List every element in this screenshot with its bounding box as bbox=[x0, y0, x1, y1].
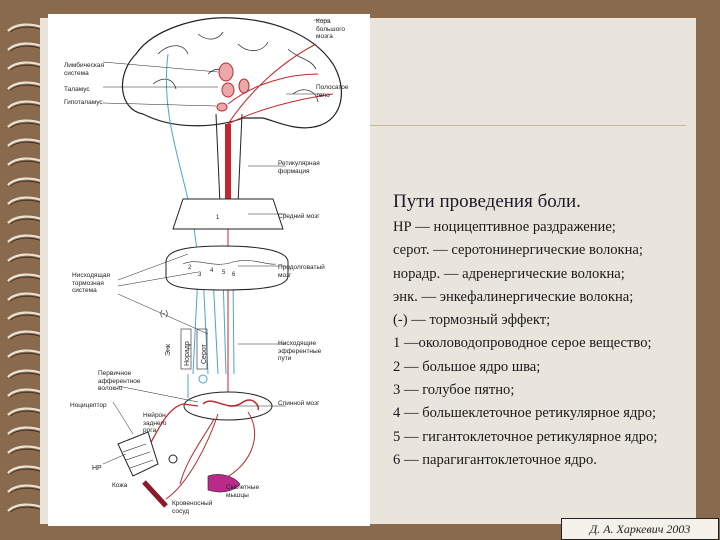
author-footer: Д. А. Харкевич 2003 bbox=[561, 518, 719, 540]
label-inhibit: (-) bbox=[160, 309, 168, 318]
thalamus-nucleus-2 bbox=[222, 83, 234, 97]
label-vessel: Кровеносный сосуд bbox=[172, 500, 220, 515]
divider-line bbox=[370, 125, 686, 126]
inhibit-circle bbox=[199, 375, 207, 383]
nucleus-small bbox=[217, 103, 227, 111]
blood-vessel bbox=[144, 482, 166, 506]
label-cortex: Кора большого мозга bbox=[316, 18, 360, 41]
label-reticular: Ретикулярная формация bbox=[278, 160, 334, 175]
legend-line: 6 — парагигантоклеточное ядро. bbox=[393, 449, 693, 472]
label-dorsal-horn: Нейрон заднего рога bbox=[143, 412, 179, 435]
label-descending-efferent: Нисходящие эфферентные пути bbox=[278, 340, 332, 363]
legend-line: энк. — энкефалинергические волокна; bbox=[393, 286, 693, 309]
skin-receptor bbox=[118, 432, 158, 476]
legend-line: 2 — большое ядро шва; bbox=[393, 356, 693, 379]
label-striatum: Полосатое тело bbox=[316, 84, 362, 99]
legend-title: Пути проведения боли. bbox=[393, 190, 693, 214]
label-noradr: Норадр bbox=[184, 341, 191, 366]
label-limbic: Лимбическая система bbox=[64, 62, 116, 77]
legend-line: НР — ноцицептивное раздражение; bbox=[393, 216, 693, 239]
efferent-to-muscle bbox=[213, 412, 255, 484]
label-thalamus: Таламус bbox=[64, 86, 90, 94]
label-descending-inhibitory: Нисходящая тормозная система bbox=[72, 272, 122, 295]
thalamus-nucleus bbox=[219, 63, 233, 81]
legend-line: серот. — серотонинергические волокна; bbox=[393, 239, 693, 262]
legend-line: 1 —околоводопроводное серое вещество; bbox=[393, 332, 693, 355]
medulla-section bbox=[166, 246, 288, 290]
dorsal-horn-neuron bbox=[169, 455, 177, 463]
legend-text: Пути проведения боли. НР — ноцицептивное… bbox=[393, 190, 693, 472]
legend-line: 5 — гигантоклеточное ретикулярное ядро; bbox=[393, 426, 693, 449]
label-hypothalamus: Гипоталамус bbox=[64, 99, 103, 107]
label-np: НР bbox=[92, 465, 102, 472]
label-muscle: Скелетные мышцы bbox=[226, 484, 270, 499]
legend-line: (-) — тормозный эффект; bbox=[393, 309, 693, 332]
label-skin: Кожа bbox=[112, 482, 127, 490]
label-midbrain: Средний мозг bbox=[278, 213, 320, 221]
label-receptor: Ноцицептор bbox=[70, 402, 107, 410]
legend-line: норадр. — адренергические волокна; bbox=[393, 263, 693, 286]
label-medulla: Продолговатый мозг bbox=[278, 264, 334, 279]
legend-line: 4 — большеклеточное ретикулярное ядро; bbox=[393, 402, 693, 425]
legend-line: 3 — голубое пятно; bbox=[393, 379, 693, 402]
label-spinal-cord: Спинной мозг bbox=[278, 400, 319, 408]
label-primary-afferent: Первичное афферентное волокно bbox=[98, 370, 154, 393]
label-enk: Энк bbox=[165, 343, 172, 356]
